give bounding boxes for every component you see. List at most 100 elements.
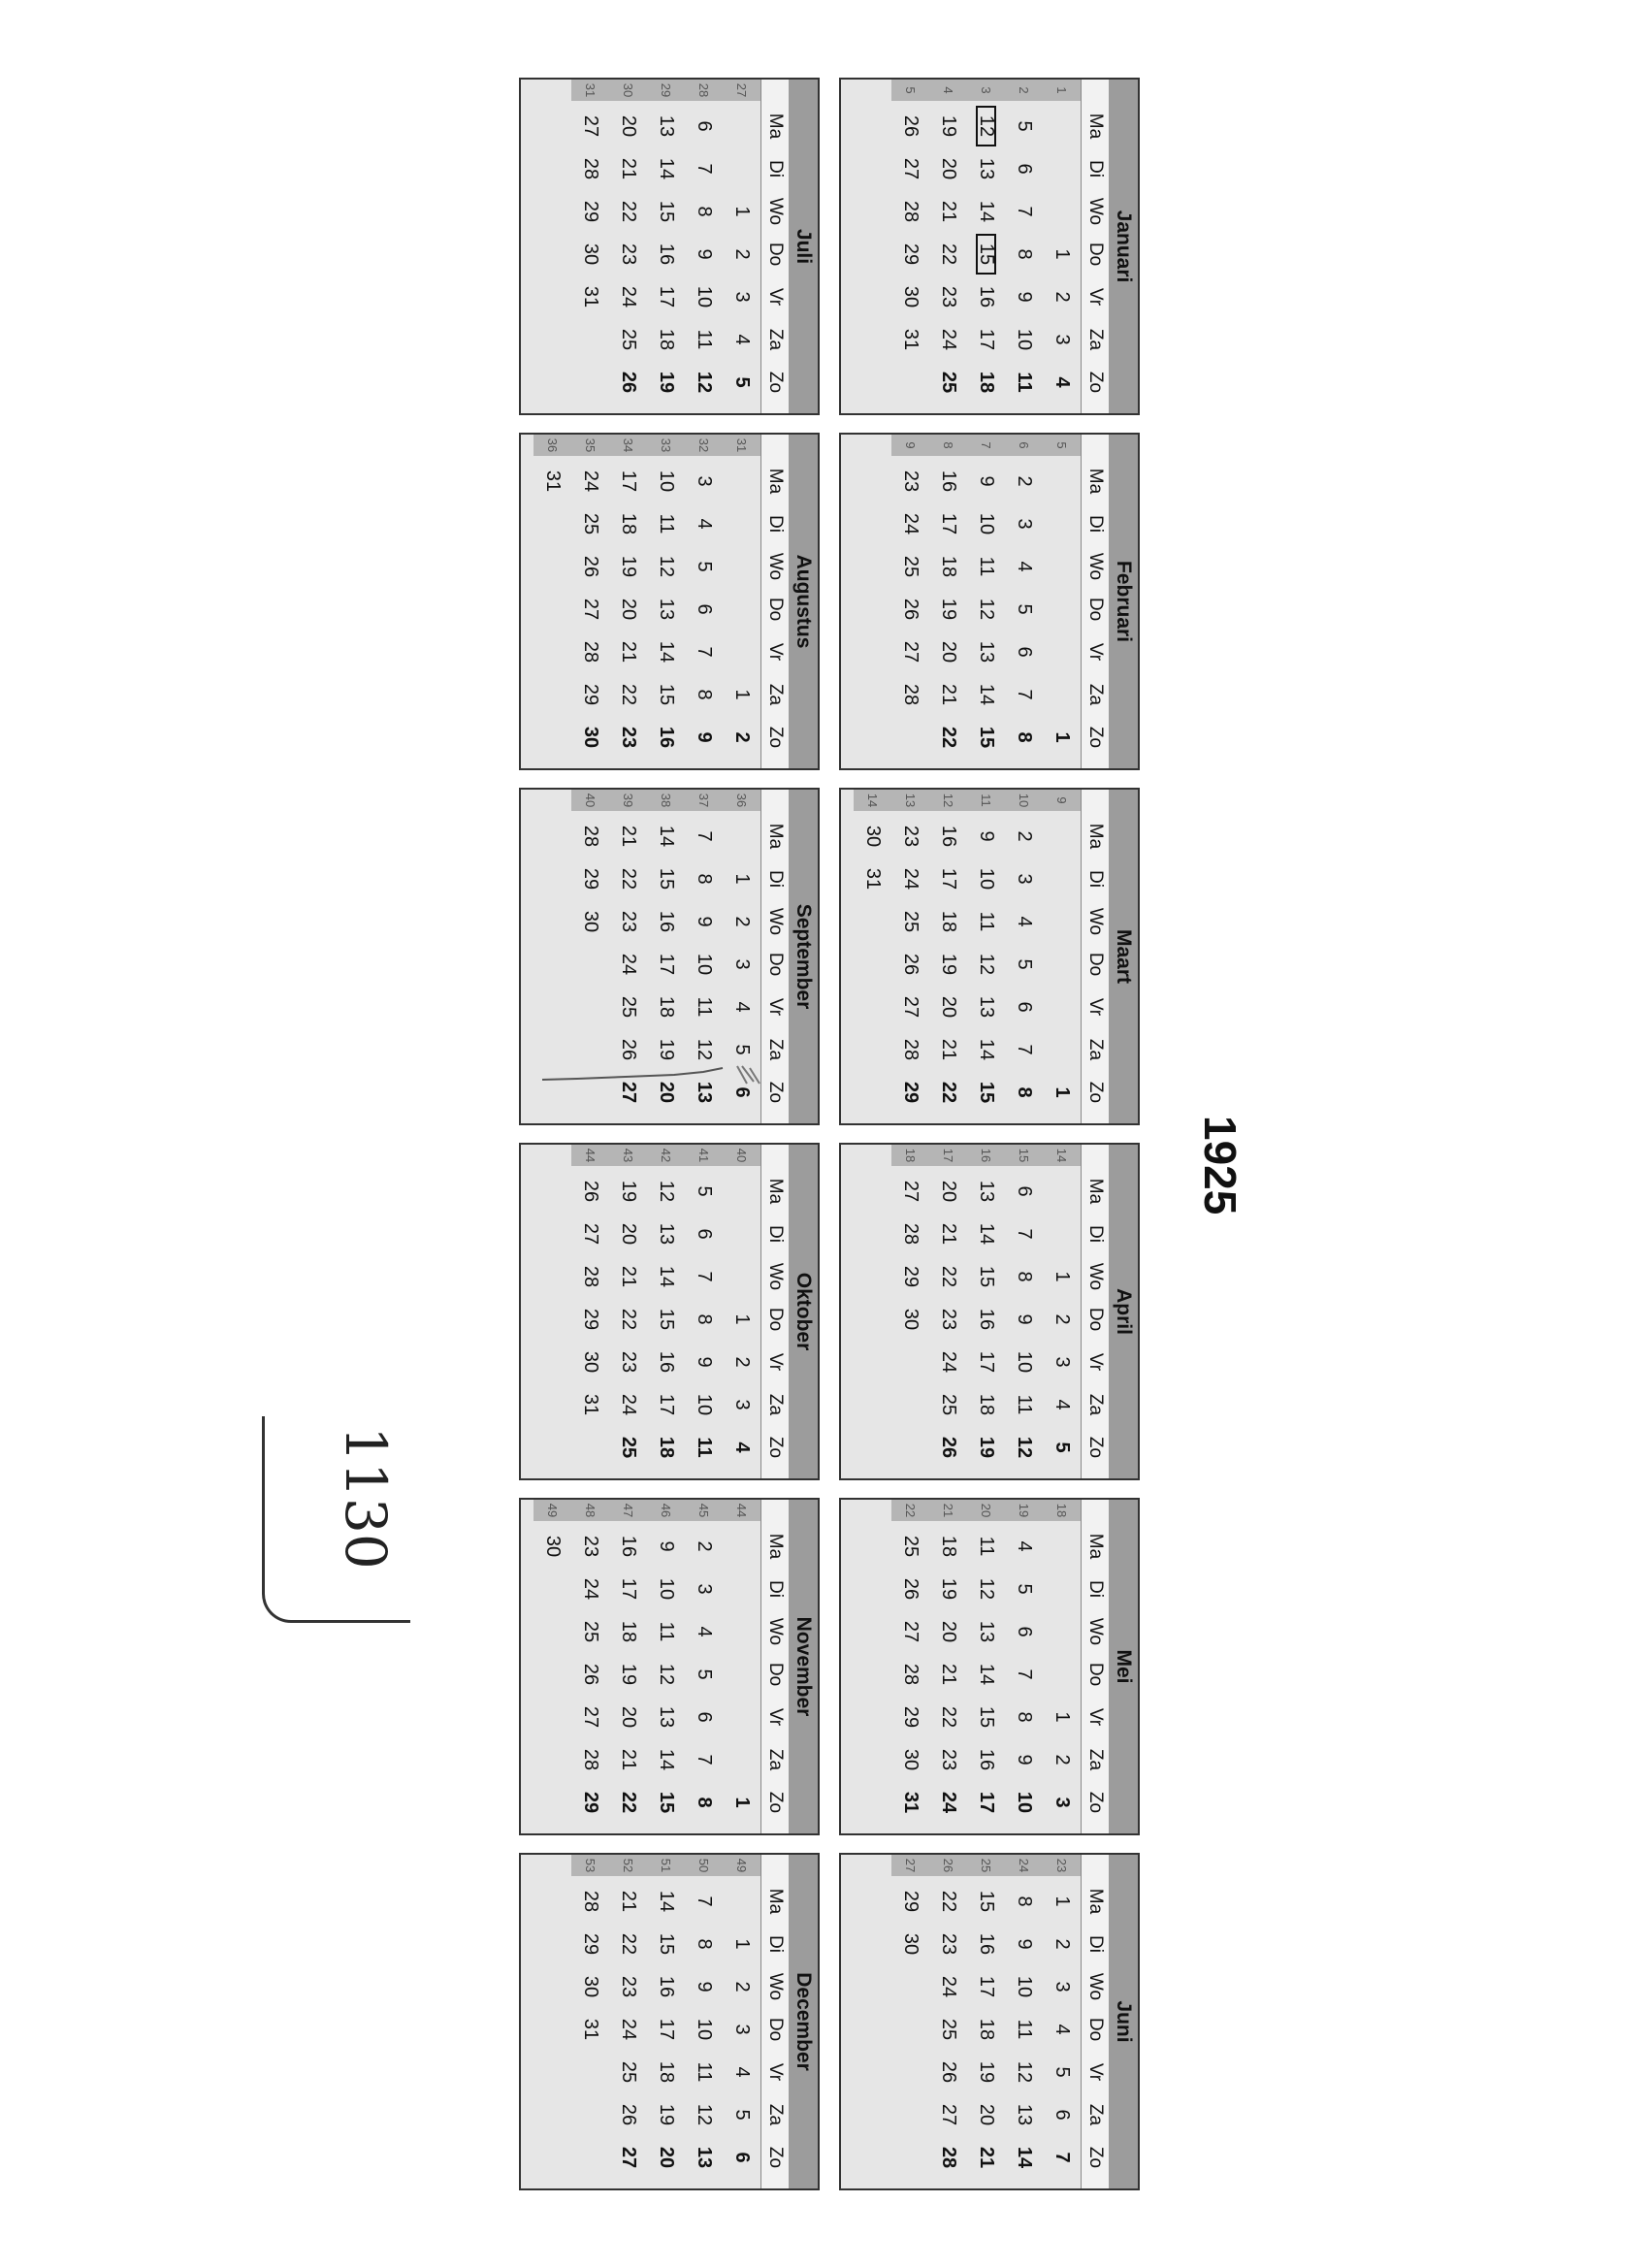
day-cell: 19	[618, 1180, 639, 1203]
day-cell: 14	[976, 683, 997, 706]
day-cell: 27	[580, 1705, 601, 1729]
week-number: 28	[685, 80, 723, 101]
month-title: Februari	[1109, 435, 1138, 768]
weekday-label: Di	[1085, 870, 1106, 888]
weekday-label: Za	[765, 2103, 786, 2126]
week-number: 17	[929, 1145, 967, 1166]
day-cell: 9	[1014, 291, 1035, 303]
day-cell: 15	[656, 683, 677, 706]
day-cell: 27	[900, 640, 922, 664]
day-cell: 19	[938, 1577, 959, 1601]
weekday-label: Vr	[765, 1707, 786, 1727]
day-cell: 24	[938, 1975, 959, 1998]
day-cell: 14	[656, 1890, 677, 1913]
day-cell: 16	[938, 470, 959, 493]
week-number: 30	[609, 80, 647, 101]
week-number: 48	[571, 1500, 609, 1521]
day-cell: 11	[694, 2061, 715, 2083]
day-cell: 21	[618, 825, 639, 848]
day-cell: 28	[900, 1663, 922, 1686]
week-number: 50	[685, 1855, 723, 1876]
week-number: 27	[891, 1855, 929, 1876]
day-cell: 27	[580, 598, 601, 621]
week-number: 7	[967, 435, 1005, 456]
day-cell: 23	[938, 285, 959, 308]
weekday-label: Wo	[765, 197, 786, 226]
day-cell: 13	[976, 1180, 997, 1203]
day-cell: 22	[618, 200, 639, 223]
weekday-label: Ma	[765, 823, 786, 850]
day-cell: 4	[731, 1442, 753, 1453]
day-cell: 6	[1014, 1185, 1035, 1197]
month-title: Mei	[1109, 1500, 1138, 1833]
day-cell: 10	[1014, 1791, 1035, 1814]
weekday-label: Vr	[1085, 1352, 1106, 1372]
day-cell: 4	[731, 334, 753, 345]
day-cell: 12	[656, 1180, 677, 1203]
day-cell: 7	[1014, 1669, 1035, 1680]
day-cell: 6	[694, 120, 715, 132]
day-cell: 15	[656, 200, 677, 223]
day-cell: 11	[694, 996, 715, 1018]
day-cell: 13	[656, 1705, 677, 1729]
day-cell: 6	[1014, 646, 1035, 658]
day-cell: 31	[900, 1791, 922, 1814]
weekday-label: Ma	[765, 1533, 786, 1560]
week-number: 42	[647, 1145, 685, 1166]
day-cell: 1	[1051, 1271, 1073, 1282]
day-cell: 15	[976, 1081, 997, 1104]
day-cell: 17	[618, 1577, 639, 1601]
day-cell: 24	[580, 1577, 601, 1601]
day-cell: 8	[1014, 731, 1035, 743]
weekday-label: Zo	[1085, 2146, 1106, 2169]
day-cell: 30	[900, 1932, 922, 1956]
week-number: 18	[891, 1145, 929, 1166]
day-cell: 18	[656, 328, 677, 351]
weekday-label: Wo	[1085, 1617, 1106, 1646]
weekday-label: Zo	[765, 726, 786, 749]
day-cell: 1	[1051, 1895, 1073, 1907]
day-cell: 10	[1014, 328, 1035, 351]
day-cell: 7	[694, 646, 715, 658]
day-cell: 12	[694, 371, 715, 394]
day-cell: 3	[1051, 1797, 1073, 1808]
day-cell: 10	[656, 1577, 677, 1601]
day-cell: 25	[618, 328, 639, 351]
day-cell: 8	[694, 689, 715, 700]
day-cell: 14	[656, 640, 677, 664]
day-cell: 11	[694, 329, 715, 350]
day-cell: 16	[976, 1932, 997, 1956]
day-cell: 5	[1014, 1583, 1035, 1595]
day-cell: 23	[618, 1975, 639, 1998]
weekday-label: Zo	[1085, 1436, 1106, 1459]
week-number: 12	[929, 790, 967, 811]
day-cell: 16	[656, 1350, 677, 1374]
weekday-label: Wo	[765, 552, 786, 581]
day-cell: 2	[1014, 830, 1035, 842]
day-cell: 5	[694, 1185, 715, 1197]
weekday-label: Di	[1085, 515, 1106, 533]
day-cell: 14	[656, 1748, 677, 1771]
weekday-label: Di	[765, 515, 786, 533]
day-cell: 19	[938, 598, 959, 621]
day-cell: 20	[938, 995, 959, 1019]
day-cell: 7	[694, 1895, 715, 1907]
weekday-label: Za	[1085, 1748, 1106, 1771]
day-cell: 26	[580, 555, 601, 578]
